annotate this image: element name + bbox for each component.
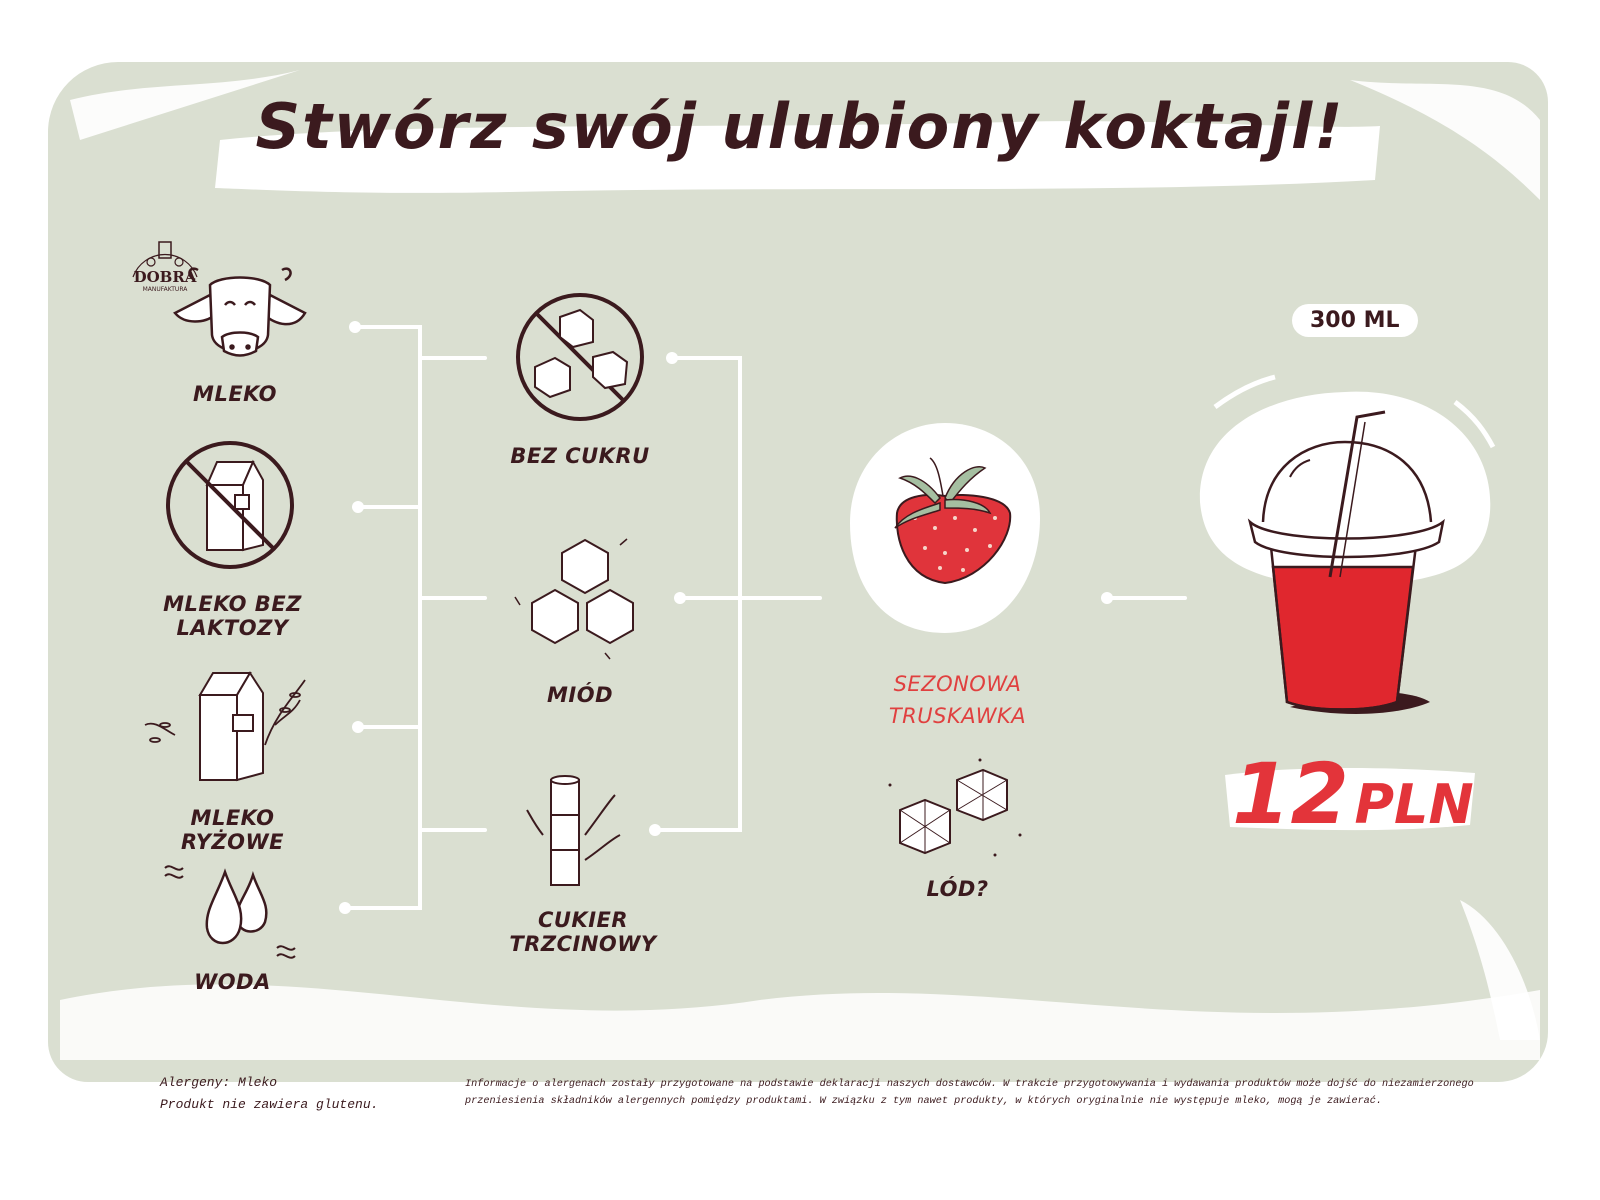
fruit-label-line2: TRUSKAWKA bbox=[888, 704, 1027, 728]
brand-name: DOBRA bbox=[133, 268, 197, 286]
ice-cubes-icon bbox=[888, 758, 1022, 857]
cow-icon bbox=[173, 267, 307, 357]
allergen-info: Alergeny: Mleko Produkt nie zawiera glut… bbox=[160, 1072, 378, 1116]
brand-logo: DOBRA MANUFAKTURA bbox=[125, 232, 205, 302]
strawberry-icon bbox=[850, 423, 1040, 633]
crossed-milk-carton-icon bbox=[166, 441, 294, 569]
smoothie-cup-icon bbox=[1199, 374, 1496, 714]
base-label-mleko-bez-laktozy: MLEKO BEZ LAKTOZY bbox=[163, 592, 302, 640]
fruit-label: SEZONOWA TRUSKAWKA bbox=[880, 668, 1035, 732]
sweetener-label-cukier-trzcinowy: CUKIER TRZCINOWY bbox=[509, 908, 657, 956]
volume-badge: 300 ML bbox=[1292, 304, 1418, 337]
honeycomb-icon bbox=[514, 538, 634, 660]
title-banner: Stwórz swój ulubiony koktajl! bbox=[180, 40, 1420, 200]
gluten-text: Produkt nie zawiera glutenu. bbox=[160, 1097, 379, 1112]
allergen-disclaimer: Informacje o alergenach zostały przygoto… bbox=[465, 1076, 1525, 1110]
brand-logo-icon bbox=[132, 241, 198, 278]
price-amount: 12 bbox=[1232, 745, 1349, 843]
sweetener-label-miod: MIÓD bbox=[547, 683, 613, 707]
page-title: Stwórz swój ulubiony koktajl! bbox=[255, 90, 1345, 163]
rice-milk-carton-icon bbox=[144, 671, 306, 782]
sugar-cane-icon bbox=[526, 775, 621, 886]
price: 12 PLN bbox=[1232, 745, 1474, 843]
base-label-woda: WODA bbox=[194, 970, 271, 994]
base-label-mleko: MLEKO bbox=[193, 382, 277, 406]
title-brush bbox=[215, 121, 1380, 193]
water-drops-icon bbox=[164, 865, 296, 959]
disclaimer-line2: przeniesienia składników alergennych pom… bbox=[465, 1096, 1383, 1107]
disclaimer-line1: Informacje o alergenach zostały przygoto… bbox=[465, 1079, 1474, 1090]
fruit-label-line1: SEZONOWA bbox=[893, 672, 1022, 696]
brand-sub: MANUFAKTURA bbox=[142, 286, 188, 293]
ice-label: LÓD? bbox=[926, 877, 989, 901]
allergens-text: Alergeny: Mleko bbox=[160, 1075, 278, 1090]
price-brush bbox=[1225, 768, 1475, 831]
sweetener-label-bez-cukru: BEZ CUKRU bbox=[510, 444, 650, 468]
base-label-mleko-ryzowe: MLEKO RYŻOWE bbox=[180, 806, 285, 854]
crossed-sugar-cubes-icon bbox=[516, 293, 644, 421]
price-currency: PLN bbox=[1354, 773, 1474, 836]
